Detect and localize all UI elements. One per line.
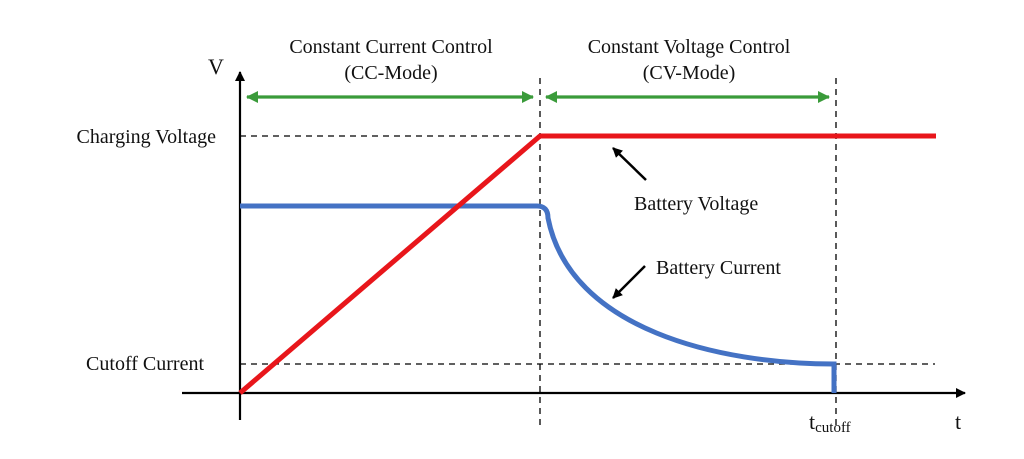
- cv-phase-title: Constant Voltage Control: [588, 36, 791, 58]
- cc-phase-title: Constant Current Control: [289, 36, 493, 58]
- battery-voltage-label: Battery Voltage: [634, 193, 758, 215]
- battery-voltage-pointer-arrow: [612, 147, 647, 181]
- battery-current-curve: [240, 203, 837, 393]
- cc-phase-mode: (CC-Mode): [344, 62, 437, 84]
- t-cutoff-label: tcutoff: [809, 409, 851, 436]
- guide-lines: [240, 78, 935, 428]
- t-cutoff-base: t: [809, 409, 815, 434]
- charging-voltage-label: Charging Voltage: [77, 126, 217, 148]
- cutoff-current-label: Cutoff Current: [86, 353, 204, 375]
- x-axis-label: t: [955, 409, 961, 434]
- cv-phase-mode: (CV-Mode): [643, 62, 736, 84]
- battery-voltage-curve: [238, 133, 936, 395]
- battery-current-label: Battery Current: [656, 257, 781, 279]
- t-cutoff-subscript: cutoff: [815, 420, 851, 436]
- battery-current-pointer-arrow: [612, 265, 646, 299]
- y-axis-label: V: [208, 54, 224, 79]
